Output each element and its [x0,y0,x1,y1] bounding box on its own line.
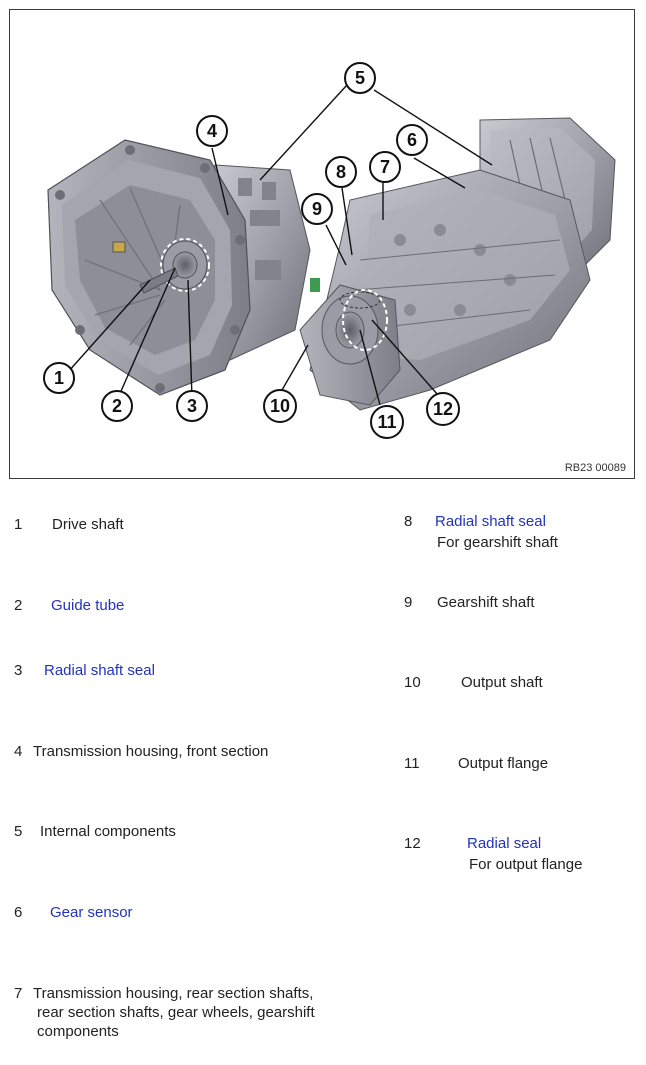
legend-item-3: 3 Radial shaft seal [14,661,394,683]
svg-text:6: 6 [407,130,417,150]
svg-text:9: 9 [312,199,322,219]
legend-num: 3 [14,662,23,679]
svg-text:3: 3 [187,396,197,416]
legend-num: 10 [404,674,421,691]
svg-text:11: 11 [377,412,396,432]
legend-item-11: 11 Output flange [404,754,634,776]
legend-label: Output shaft [461,674,543,691]
legend-link-radial-shaft-seal[interactable]: Radial shaft seal [435,513,546,530]
svg-text:7: 7 [380,157,390,177]
callout-8: 8 [325,156,357,188]
callout-6: 6 [396,124,428,156]
svg-text:12: 12 [433,399,453,419]
legend-num: 12 [404,835,421,852]
legend-item-4: 4 Transmission housing, front section [14,742,394,764]
callout-12: 12 [426,392,460,426]
callout-5: 5 [344,62,376,94]
legend-link-radial-shaft-seal[interactable]: Radial shaft seal [44,662,155,679]
legend-sub-line: For output flange [469,856,583,873]
legend-label: Output flange [458,755,549,772]
callout-leader-lines [67,84,493,406]
callout-9: 9 [301,193,333,225]
svg-text:5: 5 [355,68,365,88]
callout-circles: 1 2 3 4 5 6 7 8 9 10 11 12 [43,62,460,439]
callout-4: 4 [196,115,228,147]
svg-text:4: 4 [207,121,217,141]
svg-text:2: 2 [112,396,122,416]
legend-sub-line: For gearshift shaft [437,534,558,551]
legend-num: 7 [14,985,23,1002]
output-flange [299,278,401,406]
callout-1: 1 [43,362,75,394]
legend-num: 11 [404,755,420,772]
legend-item-6: 6 Gear sensor [14,903,394,925]
svg-text:1: 1 [54,368,64,388]
legend-item-12: 12 Radial seal For output flange [404,834,634,876]
legend-num: 6 [14,904,23,921]
legend-label: Drive shaft [52,516,124,533]
legend-link-gear-sensor[interactable]: Gear sensor [50,904,133,921]
legend-sub-line: components [37,1023,119,1040]
legend-label: Internal components [40,823,176,840]
transmission-figure: 1 2 3 4 5 6 7 8 9 10 11 12 RB23 00089 [9,9,635,479]
legend-label: Transmission housing, front section [33,743,269,760]
legend-item-1: 1 Drive shaft [14,515,394,537]
svg-text:10: 10 [270,396,290,416]
callout-11: 11 [370,405,404,439]
legend-num: 5 [14,823,23,840]
legend-item-10: 10 Output shaft [404,673,634,695]
legend-item-9: 9 Gearshift shaft [404,593,634,615]
legend-item-5: 5 Internal components [14,822,394,844]
callout-7: 7 [369,151,401,183]
legend-num: 2 [14,597,23,614]
callout-2: 2 [101,390,133,422]
legend-link-guide-tube[interactable]: Guide tube [51,597,125,614]
legend-num: 1 [14,516,23,533]
transmission-illustration: 1 2 3 4 5 6 7 8 9 10 11 12 [43,62,616,439]
legend-sub-line: rear section shafts, gear wheels, gearsh… [37,1004,315,1021]
legend-label: Gearshift shaft [437,594,535,611]
figure-id-label: RB23 00089 [564,462,626,474]
legend-num: 8 [404,513,413,530]
legend-num: 4 [14,743,23,760]
legend-item-8: 8 Radial shaft seal For gearshift shaft [404,512,634,554]
legend-num: 9 [404,594,413,611]
legend-link-radial-seal[interactable]: Radial seal [467,835,542,852]
legend-item-2: 2 Guide tube [14,596,394,618]
callout-10: 10 [263,389,297,423]
svg-text:8: 8 [336,162,346,182]
callout-3: 3 [176,390,208,422]
legend-label: Transmission housing, rear section shaft… [33,985,314,1002]
legend-item-7: 7 Transmission housing, rear section sha… [14,984,394,1046]
